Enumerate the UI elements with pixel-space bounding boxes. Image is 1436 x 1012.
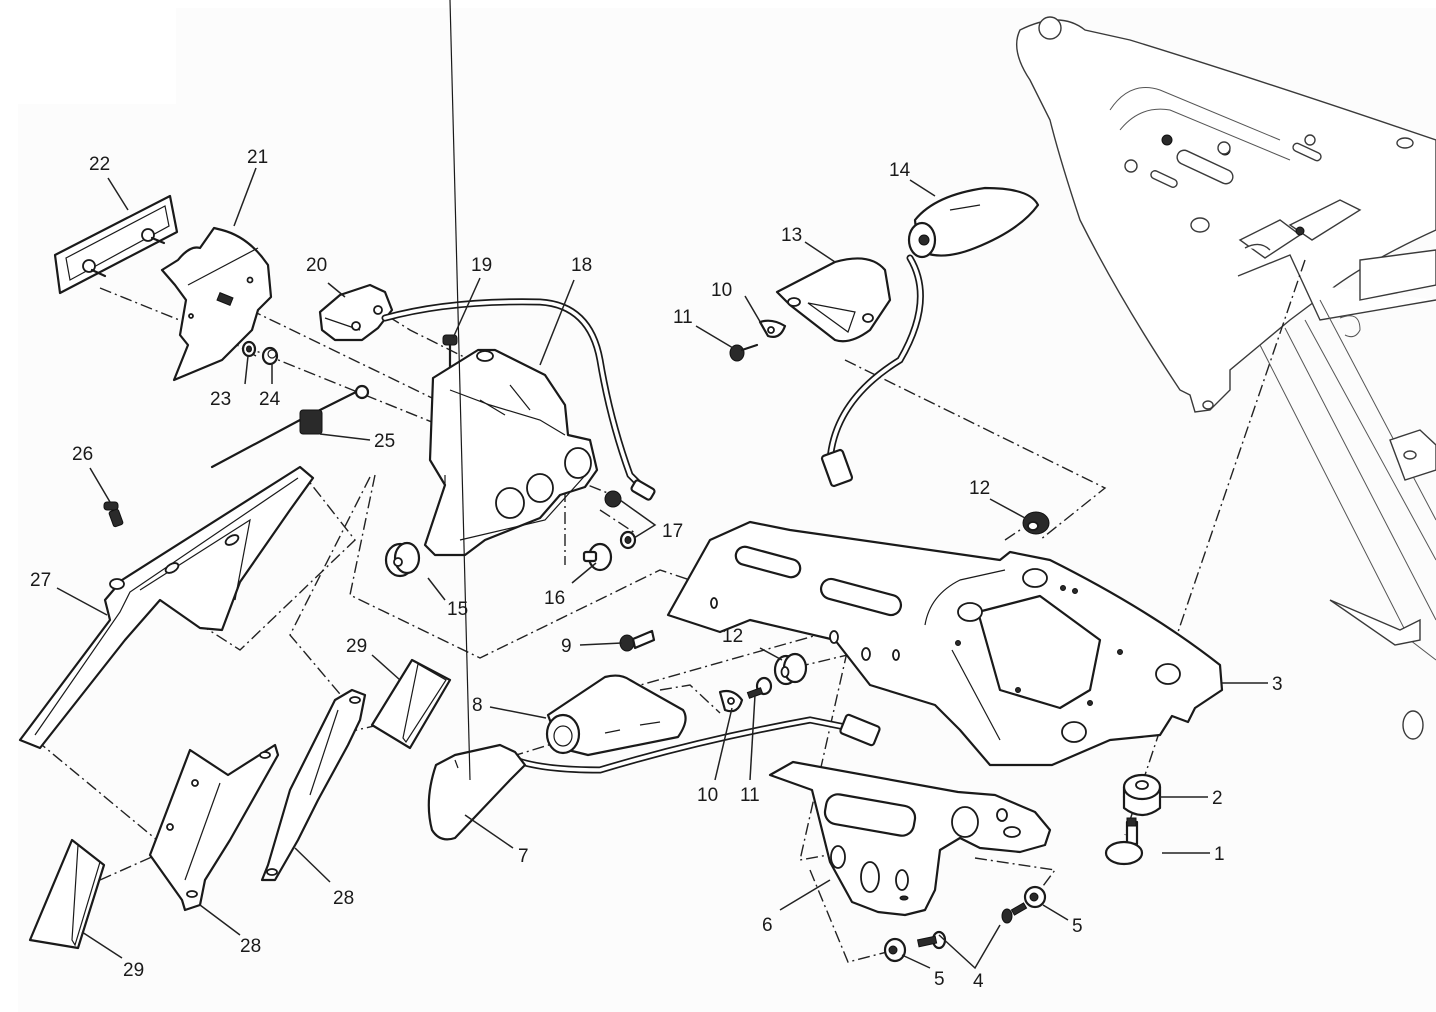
part-23-washer[interactable]: [241, 340, 257, 358]
callout-15: 15: [447, 599, 468, 620]
part-15-rubber-bush[interactable]: [384, 541, 421, 578]
callout-16: 16: [544, 588, 565, 609]
callout-11-lower: 11: [740, 785, 760, 806]
callout-9: 9: [561, 636, 572, 657]
callout-21: 21: [247, 147, 268, 168]
callout-1: 1: [1214, 844, 1225, 865]
callout-4: 4: [973, 971, 984, 992]
part-20-plate-light[interactable]: [318, 283, 394, 342]
rear-subframe: [1016, 16, 1436, 740]
callout-18: 18: [571, 255, 592, 276]
part-4-screw-right[interactable]: [1001, 902, 1028, 924]
part-29-rubber-pad-a[interactable]: [28, 838, 106, 950]
part-5-nut-left[interactable]: [883, 937, 907, 963]
callout-17: 17: [662, 521, 683, 542]
part-16-spacer[interactable]: [582, 542, 613, 572]
callout-8: 8: [472, 695, 483, 716]
part-28-plate-bracket-b[interactable]: [260, 688, 367, 882]
connector-plug-upper: [820, 448, 854, 488]
part-4-screw-left[interactable]: [916, 930, 947, 950]
callout-29-left: 29: [123, 960, 144, 981]
callout-24: 24: [259, 389, 281, 410]
part-27-plate-holder-arm[interactable]: [18, 465, 315, 750]
part-8-indicator-mount[interactable]: [545, 674, 687, 757]
leader-lines: [56, 167, 1268, 970]
callout-11-upper: 11: [673, 307, 693, 328]
callout-12-upper: 12: [969, 478, 990, 499]
callout-6: 6: [762, 915, 773, 936]
part-6-lower-bracket[interactable]: [768, 760, 1052, 917]
part-11-screw-upper[interactable]: [729, 343, 759, 362]
part-7-left-turn-indicator[interactable]: [427, 0, 527, 841]
part-2-grommet[interactable]: [1122, 773, 1162, 817]
callout-27: 27: [30, 570, 51, 591]
part-22-reflector[interactable]: [53, 194, 179, 295]
part-24-nut[interactable]: [261, 346, 279, 366]
callout-22: 22: [89, 154, 110, 175]
part-29-rubber-pad-b[interactable]: [370, 658, 452, 750]
callout-13: 13: [781, 225, 802, 246]
callout-28-left: 28: [240, 936, 261, 957]
callout-7: 7: [518, 846, 529, 867]
callout-10-upper: 10: [711, 280, 732, 301]
callout-12-lower: 12: [722, 626, 743, 647]
part-9-screw[interactable]: [619, 629, 656, 652]
part-25-cable-tie[interactable]: [210, 384, 370, 469]
part-18-light-housing[interactable]: [423, 348, 599, 557]
part-12-grommet-upper[interactable]: [1022, 511, 1050, 535]
callout-14: 14: [889, 160, 911, 181]
part-21-reflector-bracket[interactable]: [160, 226, 273, 382]
callout-26: 26: [72, 444, 93, 465]
part-14-right-turn-indicator[interactable]: [907, 186, 1040, 259]
part-3-main-support-bracket[interactable]: [666, 520, 1224, 767]
part-12-grommet-lower[interactable]: [773, 652, 808, 686]
callout-19: 19: [471, 255, 492, 276]
callout-5-left: 5: [934, 969, 945, 990]
callout-10-lower: 10: [697, 785, 718, 806]
connector-plug-lower: [839, 713, 881, 747]
part-17-nut-washer[interactable]: [604, 490, 637, 550]
callout-28-middle: 28: [333, 888, 354, 909]
callout-2: 2: [1212, 788, 1223, 809]
connector-plug-light: [630, 479, 656, 501]
part-10-clip-washer-lower[interactable]: [718, 689, 744, 713]
part-28-plate-bracket-a[interactable]: [148, 743, 280, 912]
part-26-screw[interactable]: [103, 501, 124, 528]
callout-23: 23: [210, 389, 231, 410]
callout-5-right: 5: [1072, 916, 1083, 937]
part-1-screw[interactable]: [1104, 817, 1144, 866]
callout-labels: 1 2 3 4 5 5 6 7 8 9 10 10 11 11 12 12 13…: [30, 147, 1283, 992]
part-13-indicator-mount[interactable]: [775, 257, 892, 343]
part-10-clip-washer-upper[interactable]: [758, 319, 787, 338]
callout-25: 25: [374, 431, 395, 452]
callout-3: 3: [1272, 674, 1283, 695]
part-5-nut-right[interactable]: [1023, 885, 1047, 909]
callout-20: 20: [306, 255, 327, 276]
callout-29-middle: 29: [346, 636, 367, 657]
part-11-screw-lower[interactable]: [746, 676, 773, 699]
